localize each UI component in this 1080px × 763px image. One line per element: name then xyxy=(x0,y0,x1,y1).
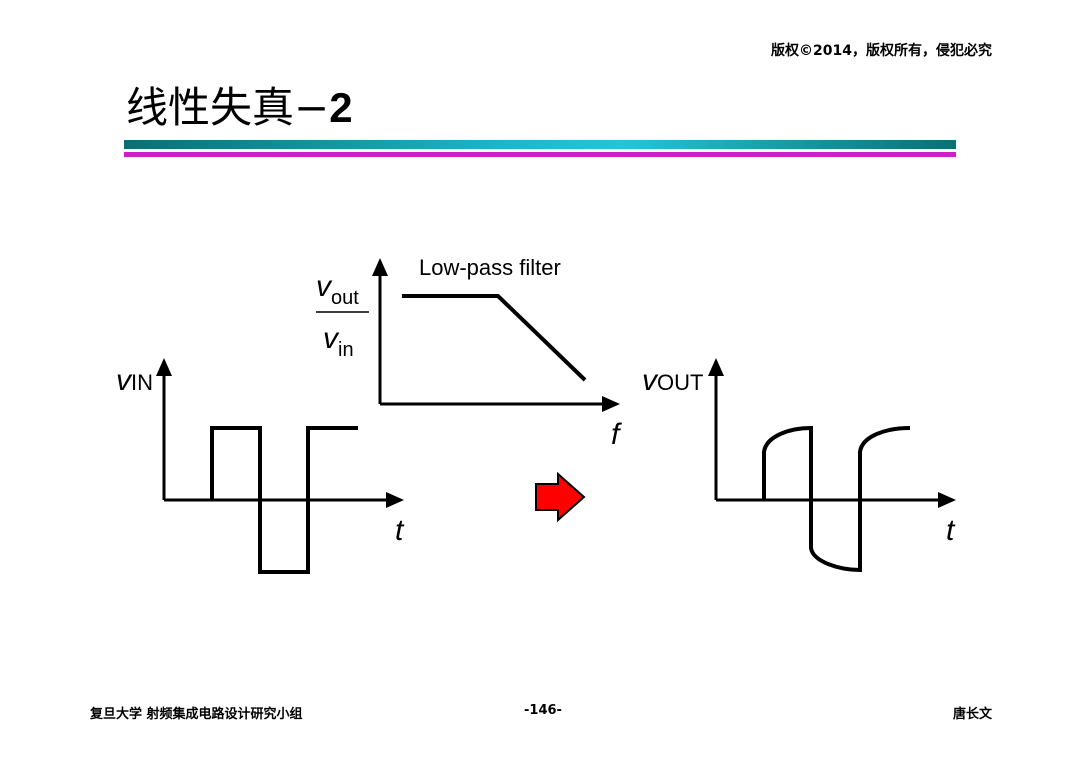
input-y-label-main: v xyxy=(116,364,133,397)
output-y-arrow xyxy=(708,358,724,376)
ratio-numerator-main: v xyxy=(316,270,333,303)
input-y-label-sub: IN xyxy=(131,370,153,395)
footer-author: 唐长文 xyxy=(952,707,992,722)
copyright-notice: 版权©2014，版权所有，侵犯必究 xyxy=(771,43,992,59)
output-y-label: vOUT xyxy=(642,364,703,397)
filter-x-arrow xyxy=(602,396,620,412)
input-graph: vIN t xyxy=(116,358,405,574)
filter-response-curve xyxy=(402,294,587,382)
transform-arrow xyxy=(535,471,586,523)
filter-ratio-numerator: vout xyxy=(316,270,359,309)
input-y-arrow xyxy=(156,358,172,376)
input-square-wave xyxy=(210,426,358,574)
ratio-denominator-main: v xyxy=(323,322,340,355)
ratio-denominator-sub: in xyxy=(338,339,354,361)
output-distorted-wave xyxy=(762,425,911,573)
output-y-label-main: v xyxy=(642,364,659,397)
ratio-numerator-sub: out xyxy=(331,287,359,309)
slide-title-number: 2 xyxy=(329,84,353,131)
filter-y-arrow xyxy=(372,258,388,276)
output-x-arrow xyxy=(938,492,956,508)
filter-graph: Low-pass filter vout vin f xyxy=(316,255,622,451)
title-rule-magenta xyxy=(124,152,956,157)
input-y-label: vIN xyxy=(116,364,153,397)
slide-title-text: 线性失真− xyxy=(126,83,330,132)
output-x-label: t xyxy=(946,514,956,547)
output-y-label-sub: OUT xyxy=(657,370,703,395)
input-x-arrow xyxy=(386,492,404,508)
title-rule-teal xyxy=(124,140,956,149)
filter-title: Low-pass filter xyxy=(419,255,561,280)
input-x-label: t xyxy=(395,514,405,547)
filter-x-label: f xyxy=(611,418,622,451)
filter-ratio-denominator: vin xyxy=(323,322,354,361)
slide-title: 线性失真−2 xyxy=(126,82,353,134)
footer-page-number: -146- xyxy=(524,703,562,718)
output-graph: vOUT t xyxy=(642,358,956,573)
footer-institution: 复旦大学 射频集成电路设计研究小组 xyxy=(90,707,303,722)
